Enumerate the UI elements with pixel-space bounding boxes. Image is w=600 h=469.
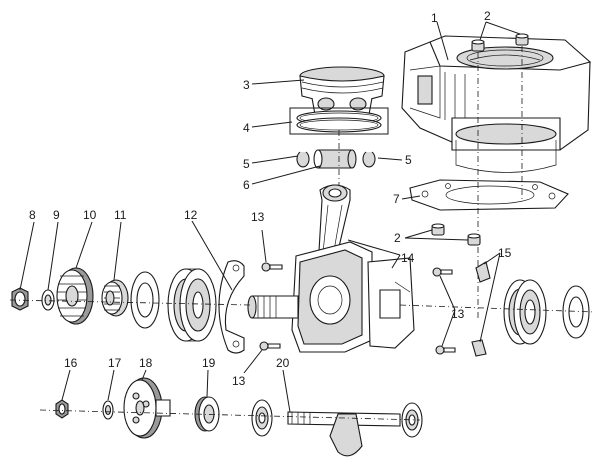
callout-16: 16 xyxy=(64,356,78,370)
callout-13-right: 13 xyxy=(451,307,465,321)
callout-11: 11 xyxy=(114,208,127,222)
callout-5-right: 5 xyxy=(405,153,412,167)
balancer-shaft-20 xyxy=(251,399,423,457)
callout-4: 4 xyxy=(243,121,250,135)
left-main-bearing xyxy=(167,268,217,342)
callout-7: 7 xyxy=(393,192,400,206)
callout-5-left: 5 xyxy=(243,157,250,171)
callout-2-lower: 2 xyxy=(394,231,401,245)
callout-8: 8 xyxy=(29,208,36,222)
dowel-pins-lower xyxy=(431,223,481,246)
callout-10: 10 xyxy=(83,208,97,222)
callout-1: 1 xyxy=(431,11,438,25)
dowel-pins-top xyxy=(471,33,529,52)
cylinder-block xyxy=(401,35,592,173)
leader-lines xyxy=(19,21,521,413)
callout-3: 3 xyxy=(243,78,250,92)
nut-8 xyxy=(11,287,29,311)
nut-16 xyxy=(55,399,69,419)
gear-18 xyxy=(123,377,171,439)
washer-17 xyxy=(102,400,114,420)
gear-10 xyxy=(56,267,94,325)
callout-15: 15 xyxy=(498,246,512,260)
piston-pin-set xyxy=(296,149,376,169)
callout-labels: 1 2 3 4 5 5 6 7 2 14 15 13 13 13 12 8 9 … xyxy=(29,9,512,388)
callout-13-top: 13 xyxy=(251,210,265,224)
cylinder-base-gasket xyxy=(409,179,569,211)
callout-12: 12 xyxy=(184,208,198,222)
bolts-right xyxy=(432,267,456,355)
callout-9: 9 xyxy=(53,208,60,222)
callout-18: 18 xyxy=(139,356,153,370)
left-seal-ring xyxy=(130,271,160,329)
washer-9 xyxy=(41,289,55,311)
crankshaft-connecting-rod xyxy=(247,184,415,353)
timing-sprocket-11 xyxy=(101,279,129,317)
bearing-retainer-plate xyxy=(218,260,245,354)
callout-6: 6 xyxy=(243,178,250,192)
callout-13-bottom: 13 xyxy=(232,374,246,388)
bolts-left xyxy=(259,262,283,351)
callout-14: 14 xyxy=(401,251,415,265)
callout-2-top: 2 xyxy=(484,9,491,23)
washers-15 xyxy=(471,261,491,357)
callout-20: 20 xyxy=(276,356,290,370)
right-main-bearing xyxy=(503,279,547,345)
callout-19: 19 xyxy=(202,356,216,370)
right-seal-ring xyxy=(562,285,590,339)
piston-rings xyxy=(289,107,389,135)
callout-17: 17 xyxy=(108,356,122,370)
